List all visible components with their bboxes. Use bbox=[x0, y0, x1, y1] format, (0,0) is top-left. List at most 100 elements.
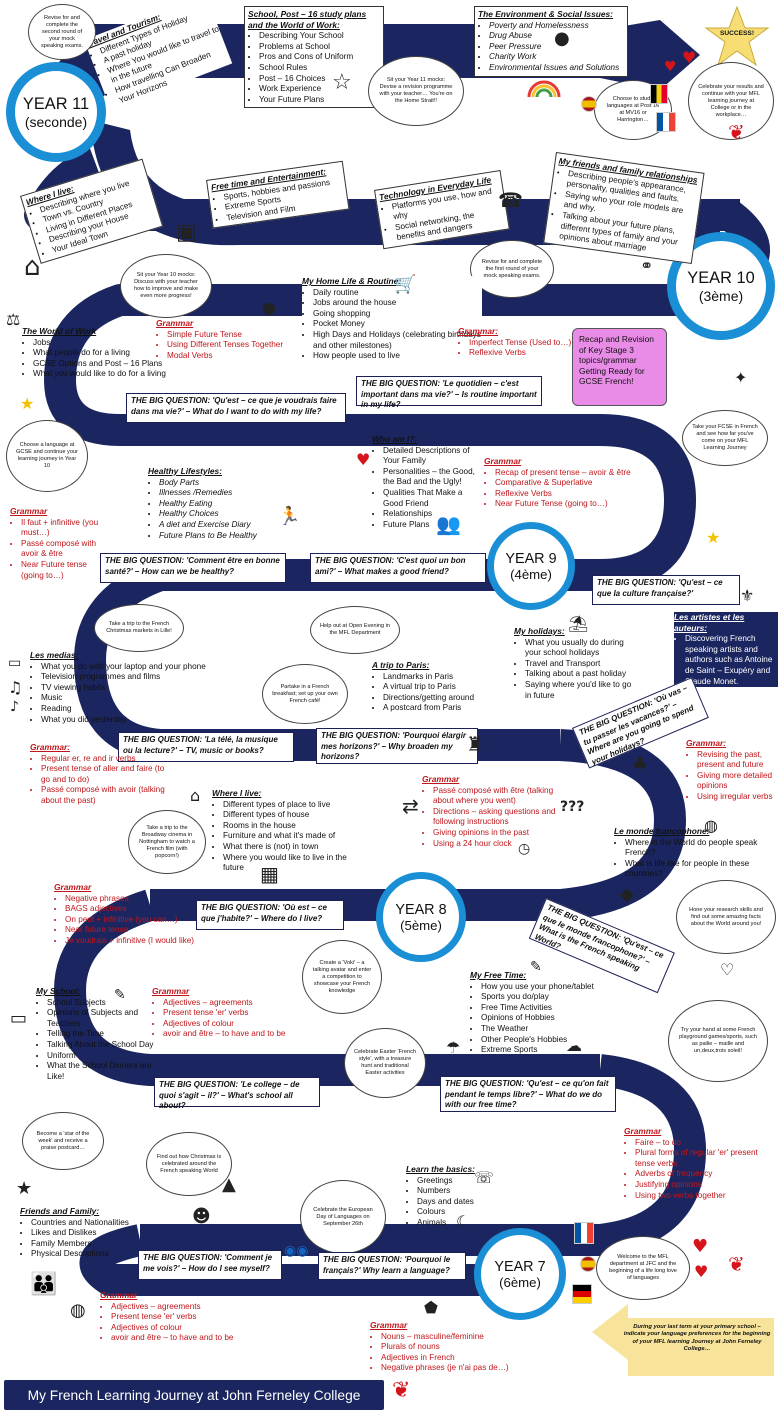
topic-friends-family-y7-item: Likes and Dislikes bbox=[31, 1228, 150, 1239]
bubble-welcome: Welcome to the MFL department at JFC and… bbox=[596, 1236, 690, 1300]
big-question-text: THE BIG QUESTION: 'Comment je me vois?' … bbox=[143, 1253, 273, 1273]
pencil-icon: ✎ bbox=[530, 959, 542, 975]
christmas-tree-icon: ▲ bbox=[222, 1174, 236, 1195]
topic-holidays-item: Travel and Transport bbox=[525, 659, 638, 670]
bubble-text: Take a trip to the Broadway cinema in No… bbox=[139, 824, 195, 859]
heart-icon: ♥ bbox=[664, 59, 677, 75]
topic-school-post16-item: Your Future Plans bbox=[259, 95, 380, 106]
grammar-title: Grammar: bbox=[686, 738, 727, 748]
tv-icon: ▭ bbox=[8, 655, 22, 671]
grammar-item: Adjectives – agreements bbox=[111, 1302, 260, 1313]
topic-friends-family-y7-item: Family Members bbox=[31, 1239, 150, 1250]
topic-home-life-item: Pocket Money bbox=[313, 319, 482, 330]
grammar-item: Je voudrais + infinitive (I would like) bbox=[65, 936, 204, 947]
recap-box: Recap and Revision of Key Stage 3 topics… bbox=[572, 328, 667, 406]
eiffel-tower-icon: ♜ bbox=[466, 732, 484, 756]
topic-free-time-y8: My Free Time: How you use your phone/tab… bbox=[470, 970, 640, 1056]
topic-trip-paris-item: Directions/getting around bbox=[383, 693, 492, 704]
topic-who-am-i-item: Personalities – the Good, the Bad and th… bbox=[383, 467, 482, 488]
big-question-text: THE BIG QUESTION: 'Où est – ce que j'hab… bbox=[201, 903, 327, 923]
topic-friends-family-y7: Friends and Family: Countries and Nation… bbox=[20, 1206, 150, 1260]
grammar-item: Adjectives of colour bbox=[111, 1323, 260, 1334]
big-question-media: THE BIG QUESTION: 'La télé, la musique o… bbox=[118, 732, 294, 762]
grammar-item: Present tense of aller and faire (to go … bbox=[41, 764, 170, 785]
topic-where-i-live-y8-item: What there is (not) in town bbox=[223, 842, 362, 853]
year-11-subtitle: (seconde) bbox=[24, 113, 88, 130]
bubble-text: Take a trip to the French Christmas mark… bbox=[106, 621, 172, 634]
whiteboard-icon: ▭ bbox=[10, 1008, 28, 1029]
topic-where-i-live-y8-item: Furniture and what it's made of bbox=[223, 831, 362, 842]
topic-medias: Les medias: What you do with your laptop… bbox=[30, 650, 220, 725]
runner-icon: 🏃 bbox=[278, 506, 301, 527]
topic-home-life: My Home Life & Routine: Daily routine Jo… bbox=[302, 276, 482, 362]
big-question-text: THE BIG QUESTION: 'Pourquoi élargir mes … bbox=[321, 731, 467, 761]
bubble-text: Revise for and complete the first round … bbox=[481, 258, 543, 279]
bubble-easter: Celebrate Easter 'French style', with a … bbox=[344, 1028, 426, 1098]
topic-trip-paris-item: A postcard from Paris bbox=[383, 703, 492, 714]
topic-school-post16-item: Post – 16 Choices bbox=[259, 74, 380, 85]
logo-icon: ❦ bbox=[392, 1378, 411, 1403]
big-question-who: THE BIG QUESTION: 'C'est quoi un bon ami… bbox=[310, 553, 486, 583]
grammar-title: Grammar bbox=[624, 1126, 662, 1136]
topic-who-am-i-item: Qualities That Make a Good Friend bbox=[383, 488, 482, 509]
grammar-item: Faire – to do bbox=[635, 1138, 774, 1149]
topic-healthy-item: Healthy Eating bbox=[159, 499, 288, 510]
topic-my-school-item: Uniform bbox=[47, 1051, 166, 1062]
topic-artistes-item: Discovering French speaking artists and … bbox=[685, 634, 778, 687]
rings-icon: ⚭ bbox=[640, 256, 654, 275]
topic-friends-family-y7-item: Physical Descriptions bbox=[31, 1249, 150, 1260]
bubble-text: Welcome to the MFL department at JFC and… bbox=[609, 1254, 677, 1281]
bubble-playground: Try your hand at some French playground … bbox=[668, 1000, 768, 1082]
bubble-christmas: Find out how Christmas is celebrated aro… bbox=[146, 1132, 232, 1196]
topic-environment-item: Charity Work bbox=[489, 52, 624, 63]
logo-icon: ❦ bbox=[728, 1252, 745, 1276]
bubble-european-day: Celebrate the European Day of Languages … bbox=[300, 1180, 386, 1254]
arrow-note: During your last term at your primary sc… bbox=[622, 1324, 772, 1354]
grammar-item: Directions – asking questions and follow… bbox=[433, 807, 570, 828]
topic-home-life-item: High Days and Holidays (celebrating birt… bbox=[313, 330, 482, 351]
bubble-text: Try your hand at some French playground … bbox=[679, 1027, 757, 1054]
flag-icon bbox=[574, 1222, 594, 1244]
grammar-item: Plurals of nouns bbox=[381, 1342, 520, 1353]
big-question-text: THE BIG QUESTION: 'Qu'est – ce qu'on fai… bbox=[445, 1079, 609, 1109]
topic-school-post16-item: School Rules bbox=[259, 63, 380, 74]
bubble-text: Celebrate the European Day of Languages … bbox=[313, 1206, 373, 1227]
france-map-icon: ⬟ bbox=[424, 1298, 438, 1317]
topic-healthy: Healthy Lifestyles: Body Parts Illnesses… bbox=[148, 466, 288, 541]
flag-icon bbox=[581, 96, 597, 112]
film-icon: ▣ bbox=[176, 220, 197, 245]
grammar-item: avoir and être – to have and to be bbox=[111, 1333, 260, 1344]
bubble-text: Sit your Year 11 mocks: Devise a revisio… bbox=[379, 77, 453, 104]
page-title: My French Learning Journey at John Ferne… bbox=[4, 1380, 384, 1410]
topic-free-time-y8-title: My Free Time: bbox=[470, 970, 527, 980]
topic-free-time-y8-item: Extreme Sports bbox=[481, 1045, 640, 1056]
topic-free-time-y8-item: How you use your phone/tablet bbox=[481, 982, 640, 993]
bubble-text: Celebrate your results and continue with… bbox=[698, 83, 764, 118]
topic-home-life-title: My Home Life & Routine: bbox=[302, 276, 402, 286]
topic-healthy-item: Future Plans to Be Healthy bbox=[159, 531, 288, 542]
topic-medias-item: Reading bbox=[41, 704, 220, 715]
compass-icon: ✎ bbox=[114, 987, 126, 1003]
topic-environment-title: The Environment & Social Issues: bbox=[478, 9, 613, 19]
topic-home-life-item: Jobs around the house bbox=[313, 298, 482, 309]
topic-healthy-item: Healthy Choices bbox=[159, 509, 288, 520]
big-question-text: THE BIG QUESTION: 'Le college – de quoi … bbox=[159, 1080, 300, 1110]
topic-my-school-item: Opinions of Subjects and Teachers bbox=[47, 1008, 166, 1029]
bubble-y11-mocks: Sit your Year 11 mocks: Devise a revisio… bbox=[368, 56, 464, 126]
topic-school-post16-item: Pros and Cons of Uniform bbox=[259, 52, 380, 63]
grammar-item: Adjectives in French bbox=[381, 1353, 520, 1364]
big-question-why: THE BIG QUESTION: 'Pourquoi le français?… bbox=[318, 1252, 466, 1280]
topic-free-time-y8-item: Opinions of Hobbies bbox=[481, 1013, 640, 1024]
bubble-text: Choose a language at GCSE and continue y… bbox=[16, 442, 78, 469]
topic-holidays-item: Talking about a past holiday bbox=[525, 669, 638, 680]
topic-where-i-live-y8-item: Different types of place to live bbox=[223, 800, 362, 811]
topic-my-school-item: Telling the Time bbox=[47, 1029, 166, 1040]
fleur-de-lys-icon: ⚜ bbox=[740, 586, 755, 605]
grammar-healthy: Grammar Il faut + infinitive (you must…)… bbox=[10, 506, 104, 581]
grammar-title: Grammar bbox=[156, 318, 194, 328]
topic-school-post16-title: School, Post – 16 study plans and the Wo… bbox=[248, 9, 367, 30]
cat-icon: ☾ bbox=[456, 1212, 471, 1231]
bubble-text: Take your FCSE in French and see how far… bbox=[692, 424, 758, 451]
bubble-voki: Create a 'Voki' – a talking avatar and e… bbox=[302, 940, 382, 1014]
grammar-title: Grammar bbox=[100, 1290, 138, 1300]
